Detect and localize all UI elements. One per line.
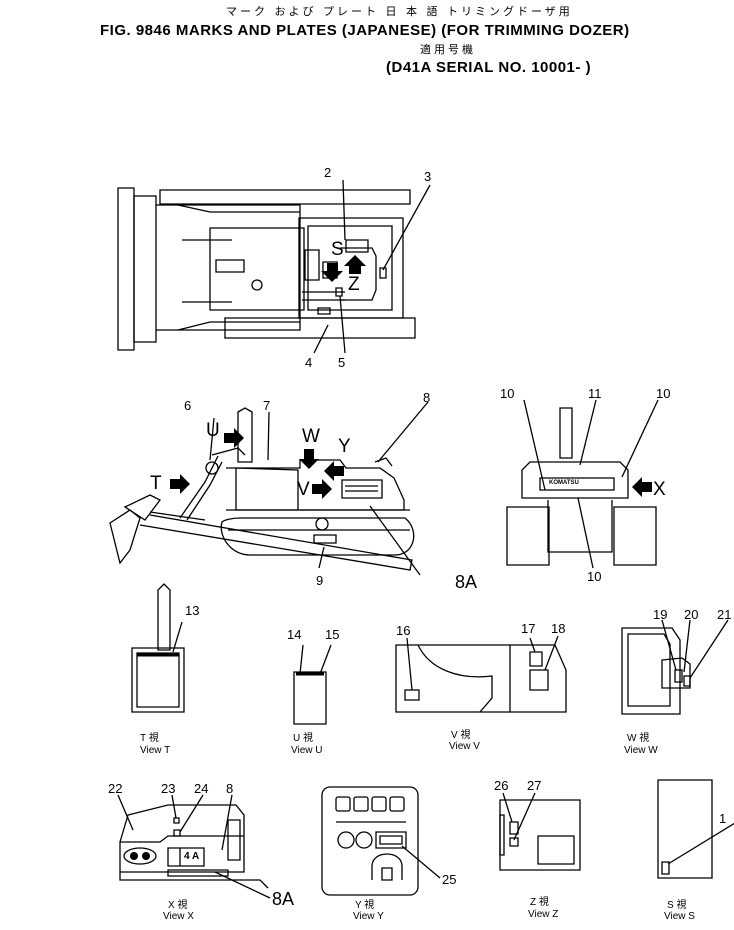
view-y-caption-jp: Y 視 (355, 900, 375, 911)
japanese-serial-label: 適用号機 (420, 43, 476, 56)
callout-10-bottom: 10 (587, 569, 602, 584)
view-u-drawing (294, 645, 331, 724)
callout-16: 16 (396, 623, 411, 638)
side-view-drawing (110, 402, 428, 575)
view-letter-y: Y (338, 436, 351, 457)
callout-11: 11 (588, 386, 602, 401)
callout-7: 7 (263, 398, 271, 413)
view-x-caption: View X (163, 911, 194, 922)
view-s-drawing (658, 780, 734, 878)
view-arrows (170, 255, 652, 499)
callout-26: 26 (494, 778, 509, 793)
callout-2: 2 (324, 165, 332, 180)
rear-brand-plate: KOMATSU (549, 480, 579, 486)
view-s-caption: View S (664, 911, 695, 922)
callout-15: 15 (325, 627, 340, 642)
arrow-t (170, 474, 190, 494)
callout-23: 23 (161, 781, 176, 796)
view-t-drawing (132, 584, 184, 712)
view-v-caption: View V (449, 741, 480, 752)
view-v-drawing (396, 636, 566, 712)
callout-18: 18 (551, 621, 566, 636)
japanese-title: マーク および プレート 日 本 語 トリミングドーザ用 (226, 5, 573, 18)
arrow-w (299, 449, 319, 469)
callout-13: 13 (185, 603, 200, 618)
callout-10-left: 10 (500, 386, 515, 401)
view-x-drawing (118, 795, 270, 898)
rear-view-drawing (507, 400, 658, 568)
view-letter-t: T (150, 473, 162, 494)
view-z-drawing (500, 793, 580, 870)
view-letter-s: S (331, 239, 344, 260)
top-view-drawing (118, 180, 430, 353)
view-x-logo (130, 852, 150, 860)
callout-21: 21 (717, 607, 732, 622)
view-letter-w: W (302, 426, 320, 447)
callout-8a-view-x: 8A (272, 889, 295, 909)
view-u-caption-jp: U 視 (293, 733, 313, 744)
view-y-caption: View Y (353, 911, 384, 922)
view-s-caption-jp: S 視 (667, 900, 687, 911)
figure-title: FIG. 9846 MARKS AND PLATES (JAPANESE) (F… (100, 22, 630, 39)
callout-22: 22 (108, 781, 123, 796)
callout-1: 1 (719, 811, 727, 826)
callout-6: 6 (184, 398, 192, 413)
view-v-caption-jp: V 視 (451, 730, 471, 741)
callout-27: 27 (527, 778, 542, 793)
arrow-s (321, 263, 343, 282)
callout-8: 8 (423, 390, 431, 405)
callout-19: 19 (653, 607, 668, 622)
callout-25: 25 (442, 872, 457, 887)
arrow-u (224, 428, 244, 448)
arrow-y (324, 461, 344, 481)
callout-3: 3 (424, 169, 432, 184)
view-t-caption: View T (140, 745, 171, 756)
view-w-drawing (622, 620, 728, 714)
arrow-x (632, 477, 652, 497)
view-u-caption: View U (291, 745, 323, 756)
callout-8a: 8A (455, 572, 478, 592)
view-letter-u: U (206, 420, 220, 441)
callout-10-right: 10 (656, 386, 671, 401)
callout-4: 4 (305, 355, 313, 370)
view-x-caption-jp: X 視 (168, 900, 188, 911)
view-w-caption-jp: W 視 (627, 733, 650, 744)
callout-20: 20 (684, 607, 699, 622)
callout-14: 14 (287, 627, 302, 642)
callout-24: 24 (194, 781, 209, 796)
view-letter-v: V (297, 479, 310, 500)
callout-17: 17 (521, 621, 536, 636)
callout-8-view-x: 8 (226, 781, 234, 796)
view-z-caption: View Z (528, 909, 559, 920)
view-z-caption-jp: Z 視 (530, 897, 549, 908)
arrow-v (312, 479, 332, 499)
view-x-plate-text: 4 A (184, 851, 200, 862)
view-y-drawing (322, 787, 440, 895)
view-letter-z: Z (348, 274, 360, 295)
view-t-caption-jp: T 視 (140, 733, 159, 744)
serial-number: (D41A SERIAL NO. 10001- ) (386, 59, 592, 76)
view-letter-x: X (653, 479, 666, 500)
callout-9: 9 (316, 573, 324, 588)
view-w-caption: View W (624, 745, 658, 756)
arrow-z (344, 255, 366, 274)
callout-5: 5 (338, 355, 346, 370)
